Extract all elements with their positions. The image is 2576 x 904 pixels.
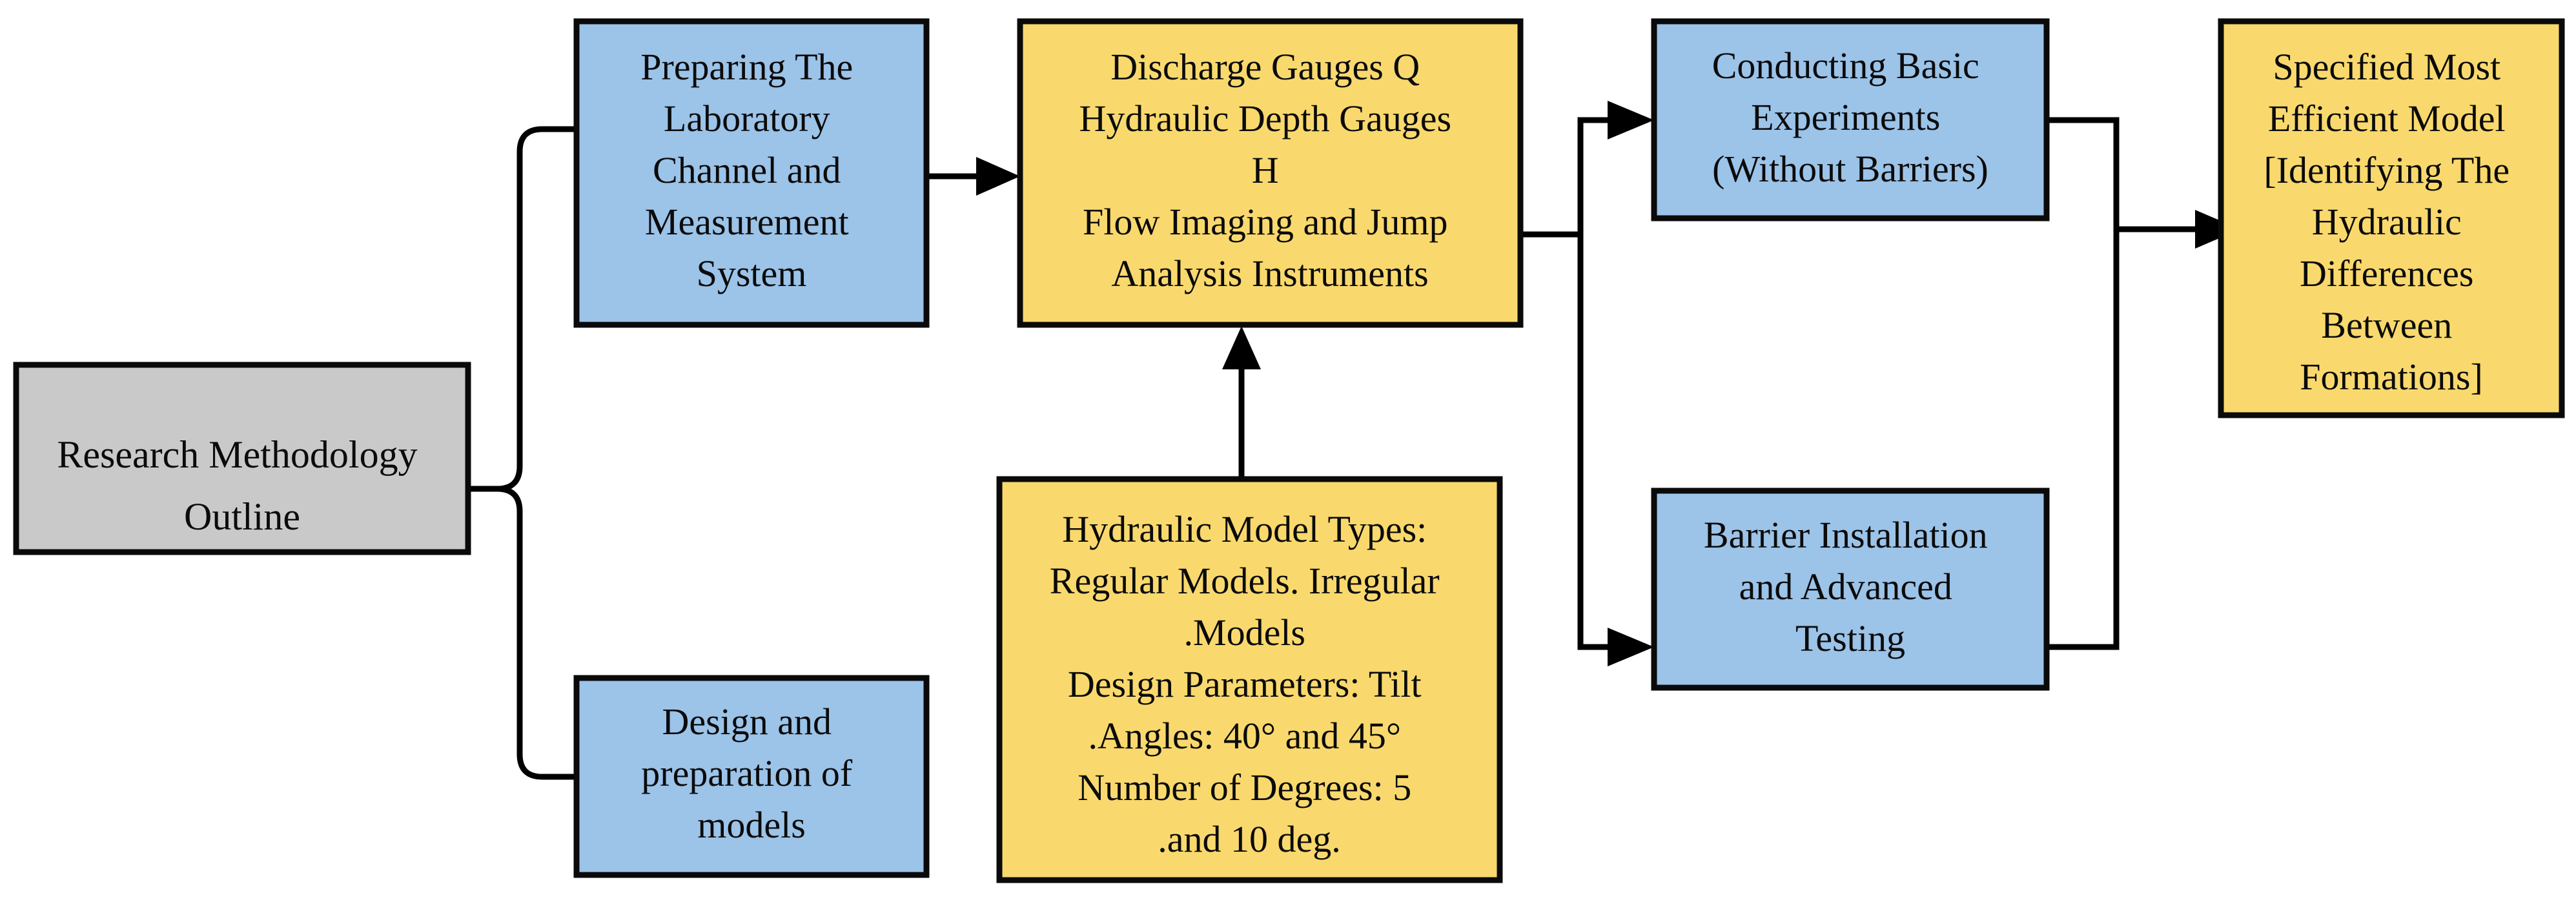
node-label-conducting-basic-experiments: Conducting Basic Experiments (Without Ba…	[1712, 45, 1989, 190]
node-design-preparation-models[interactable]: Design and preparation of models	[573, 675, 930, 878]
edge-lab-channel-to-instruments	[926, 157, 1020, 196]
node-box-research-methodology-outline[interactable]	[13, 362, 471, 555]
arrowhead-instruments-to-barrier-testing	[1608, 628, 1654, 666]
arrowhead-lab-channel-to-instruments	[976, 157, 1020, 196]
node-box-hydraulic-model-types[interactable]	[996, 476, 1503, 883]
node-box-preparing-laboratory-channel[interactable]	[573, 18, 930, 328]
node-label-specified-most-efficient-model: Specified Most Efficient Model [Identify…	[2264, 46, 2519, 398]
node-label-research-methodology-outline: Research Methodology Outline	[57, 433, 427, 538]
node-discharge-gauges-instruments[interactable]: Discharge Gauges Q Hydraulic Depth Gauge…	[1017, 18, 1524, 328]
node-conducting-basic-experiments[interactable]: Conducting Basic Experiments (Without Ba…	[1651, 18, 2050, 221]
node-label-barrier-installation-advanced-testing: Barrier Installation and Advanced Testin…	[1704, 514, 1997, 659]
edge-experiments-merge-to-result	[2047, 117, 2240, 650]
edge-path-start-to-design-models	[468, 486, 742, 780]
node-box-barrier-installation-advanced-testing[interactable]	[1651, 488, 2050, 691]
node-label-hydraulic-model-types: Hydraulic Model Types: Regular Models. I…	[1050, 508, 1449, 860]
node-label-design-preparation-models: Design and preparation of models	[641, 701, 861, 846]
node-research-methodology-outline[interactable]: Research Methodology Outline	[13, 362, 471, 555]
arrowhead-instruments-to-basic-experiments	[1608, 101, 1654, 139]
node-hydraulic-model-types[interactable]: Hydraulic Model Types: Regular Models. I…	[996, 476, 1503, 883]
edge-path-merge-bus	[2047, 117, 2120, 650]
edge-path-instruments-to-basic-experiments	[1520, 117, 1608, 238]
node-box-conducting-basic-experiments[interactable]	[1651, 18, 2050, 221]
arrowhead-model-types-to-instruments	[1222, 326, 1261, 369]
node-label-preparing-laboratory-channel: Preparing The Laboratory Channel and Mea…	[640, 46, 863, 294]
node-barrier-installation-advanced-testing[interactable]: Barrier Installation and Advanced Testin…	[1651, 488, 2050, 691]
edge-instruments-to-basic-experiments	[1520, 101, 1654, 238]
node-box-design-preparation-models[interactable]	[573, 675, 930, 878]
node-label-discharge-gauges-instruments: Discharge Gauges Q Hydraulic Depth Gauge…	[1079, 46, 1460, 294]
edge-model-types-to-instruments	[1222, 326, 1261, 479]
node-preparing-laboratory-channel[interactable]: Preparing The Laboratory Channel and Mea…	[573, 18, 930, 328]
edges-layer	[468, 101, 2240, 796]
node-specified-most-efficient-model[interactable]: Specified Most Efficient Model [Identify…	[2218, 18, 2565, 418]
arrowhead-merge-to-result	[2195, 210, 2240, 249]
edge-path-instruments-to-barrier-testing	[1520, 231, 1608, 650]
edge-instruments-to-barrier-testing	[1520, 231, 1654, 666]
node-box-specified-most-efficient-model[interactable]	[2218, 18, 2565, 418]
node-box-discharge-gauges-instruments[interactable]	[1017, 18, 1524, 328]
